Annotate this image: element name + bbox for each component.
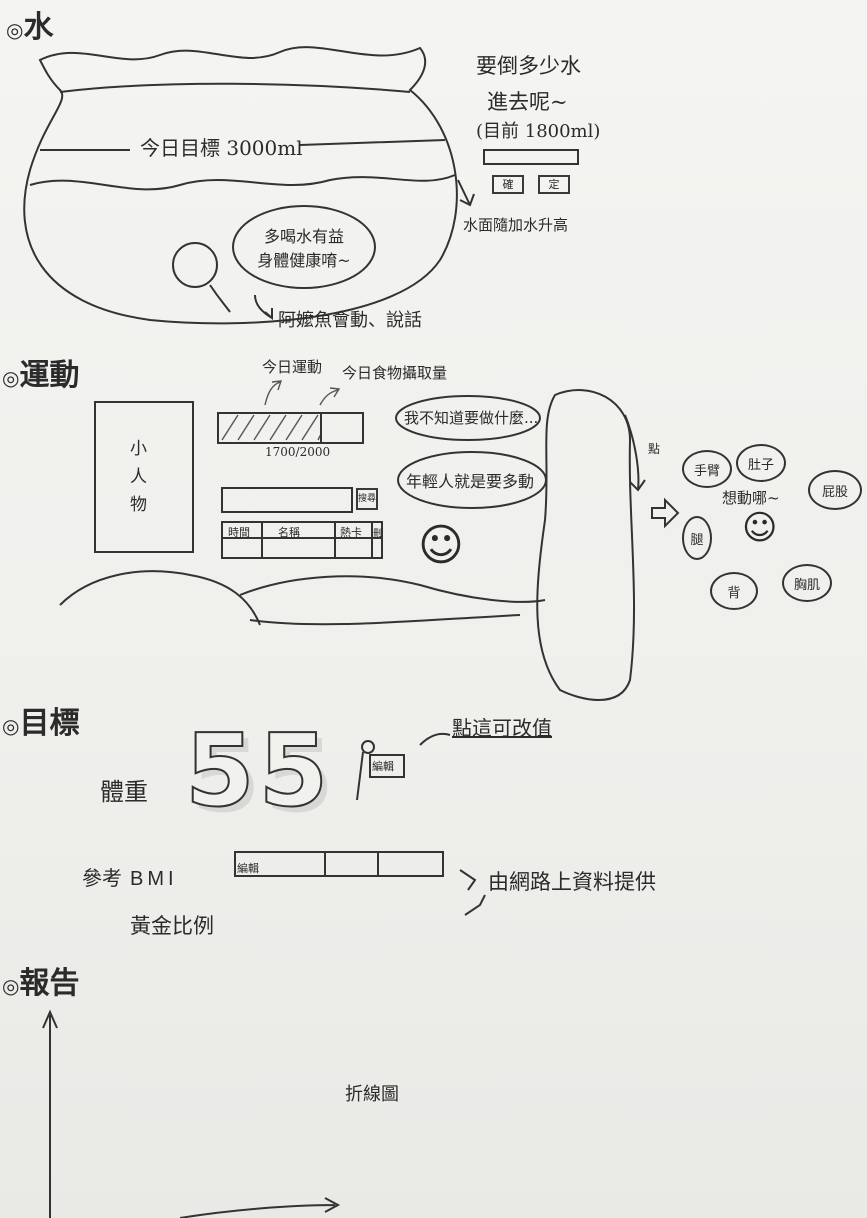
table-header-name: 名稱 [278,526,300,539]
water-question-line1: 要倒多少水 [476,54,581,78]
section-title-report: ◎報告 [2,966,80,1001]
delete-icon[interactable]: 刪 [373,529,383,539]
bmi-label: BMI [130,868,178,890]
body-part-butt[interactable]: 屁股 [808,470,862,510]
table-header-time: 時間 [228,526,250,539]
water-current-amount: (目前 1800ml) [476,121,601,142]
edit-button[interactable]: 編輯 [372,760,394,773]
table-header-calories: 熱卡 [340,526,362,539]
grandma-bubble-1: 我不知道要做什麼... [404,409,539,427]
food-intake-label: 今日食物攝取量 [342,364,448,382]
fish-avatar: ☺ [742,508,778,548]
body-part-chest[interactable]: 胸肌 [782,564,832,602]
bmi-edit-button[interactable]: 編輯 [237,862,259,875]
fish-speech-bubble: 多喝水有益 身體健康唷~ [232,205,376,289]
edit-note: 點這可改值 [452,716,552,740]
clear-button[interactable]: 定 [538,175,570,194]
fish-note: 阿嬤魚會動、說話 [278,310,422,331]
calorie-progress-text: 1700/2000 [265,445,331,459]
source-note: 由網路上資料提供 [488,870,656,894]
weight-label: 體重 [100,778,148,806]
water-question-line2: 進去呢~ [487,90,568,114]
grandma-bubble-2: 年輕人就是要多動 [406,472,535,491]
body-part-arm[interactable]: 手臂 [682,450,732,488]
body-part-back[interactable]: 背 [710,572,758,610]
section-title-exercise: ◎運動 [2,358,80,393]
confirm-button[interactable]: 確 [492,175,524,194]
section-title-water: ◎水 [6,10,54,45]
body-part-belly[interactable]: 肚子 [736,444,786,482]
water-level-note: 水面隨加水升高 [463,216,569,234]
grandma-avatar: ☺ [418,520,464,571]
click-note: 點 [648,442,661,456]
line-chart-note: 折線圖 [345,1084,399,1105]
today-exercise-label: 今日運動 [262,358,323,376]
daily-goal-label: 今日目標 3000ml [140,136,303,160]
figure-label: 小人物 [130,439,147,515]
golden-ratio-label: 黃金比例 [130,914,214,938]
section-title-goal: ◎目標 [2,706,80,741]
search-icon[interactable]: 搜尋 [356,488,378,510]
weight-value: 55 [184,711,333,830]
ref-label: 參考 [82,866,122,890]
body-part-leg[interactable]: 腿 [682,516,712,560]
wants-text: 想動哪~ [722,489,780,507]
